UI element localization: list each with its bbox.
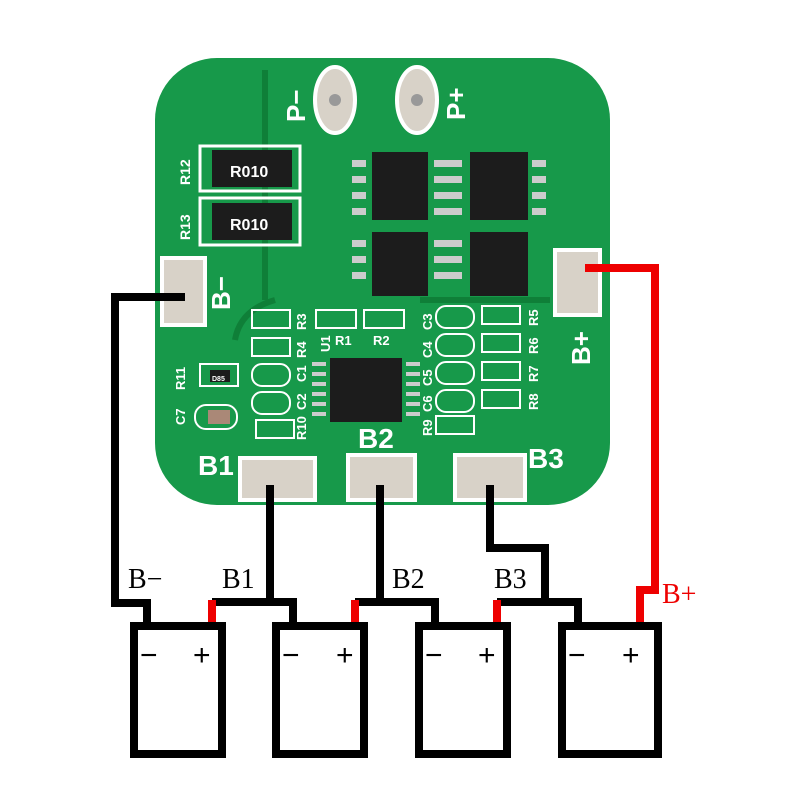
protection-ic <box>330 358 402 422</box>
r11-label: R11 <box>173 367 188 390</box>
r3-label: R3 <box>294 313 309 330</box>
b-plus-board-label: B+ <box>566 331 596 365</box>
b3-board-label: B3 <box>528 443 564 474</box>
b-minus-wire <box>111 293 185 626</box>
r6-label: R6 <box>526 337 541 354</box>
mosfet-array <box>352 152 546 296</box>
c7-label: C7 <box>173 408 188 425</box>
plus-terminal-label: + <box>336 639 354 672</box>
plus-terminal-label: + <box>193 639 211 672</box>
shunt-resistor-r13 <box>212 203 292 240</box>
c3-label: C3 <box>420 313 435 330</box>
minus-terminal-label: − <box>282 639 300 672</box>
c2-label: C2 <box>294 393 309 410</box>
b1-board-label: B1 <box>198 450 234 481</box>
b2-board-label: B2 <box>358 423 394 454</box>
b-minus-wire-label: B− <box>128 564 162 595</box>
minus-terminal-label: − <box>140 639 158 672</box>
r12-label: R12 <box>177 159 193 185</box>
c6-label: C6 <box>420 395 435 412</box>
b-minus-board-label: B− <box>206 276 236 310</box>
r8-label: R8 <box>526 393 541 410</box>
r4-label: R4 <box>294 341 309 358</box>
c5-label: C5 <box>420 369 435 386</box>
b-plus-wire-label: B+ <box>662 579 696 610</box>
p-plus-label: P+ <box>441 87 471 120</box>
plus-terminal-label: + <box>622 639 640 672</box>
battery-cell-1: − + <box>130 622 226 758</box>
battery-cell-2: − + <box>272 622 368 758</box>
b3-wire-label: B3 <box>494 564 527 595</box>
b1-wire <box>266 485 297 626</box>
b1-wire-label: B1 <box>222 564 255 595</box>
pcb-board: P− P+ R010 R010 R12 R13 B− B+ <box>155 58 610 505</box>
p-minus-label: P− <box>281 89 311 122</box>
r5-label: R5 <box>526 309 541 326</box>
plus-terminal-label: + <box>478 639 496 672</box>
b2-wire-label: B2 <box>392 564 425 595</box>
b1-pad <box>238 456 317 502</box>
wiring <box>111 264 659 626</box>
r2-label: R2 <box>373 333 390 348</box>
r9-label: R9 <box>420 419 435 436</box>
r010-marking: R010 <box>230 164 268 181</box>
u1-label: U1 <box>318 335 333 352</box>
r7-label: R7 <box>526 365 541 382</box>
b-plus-pad <box>553 248 602 317</box>
b3-wire <box>486 485 582 626</box>
r10-label: R10 <box>294 416 309 440</box>
r1-label: R1 <box>335 333 352 348</box>
b2-wire <box>376 485 439 626</box>
r13-label: R13 <box>177 214 193 240</box>
shunt-resistor-r12 <box>212 150 292 187</box>
minus-terminal-label: − <box>425 639 443 672</box>
battery-cell-4: − + <box>558 622 662 758</box>
d85-marking: D85 <box>212 376 225 383</box>
b-plus-wire <box>585 264 659 626</box>
b-minus-pad <box>160 256 207 327</box>
c1-label: C1 <box>294 365 309 382</box>
minus-terminal-label: − <box>568 639 586 672</box>
c4-label: C4 <box>420 341 435 358</box>
battery-cell-3: − + <box>415 622 511 758</box>
r010-marking: R010 <box>230 217 268 234</box>
